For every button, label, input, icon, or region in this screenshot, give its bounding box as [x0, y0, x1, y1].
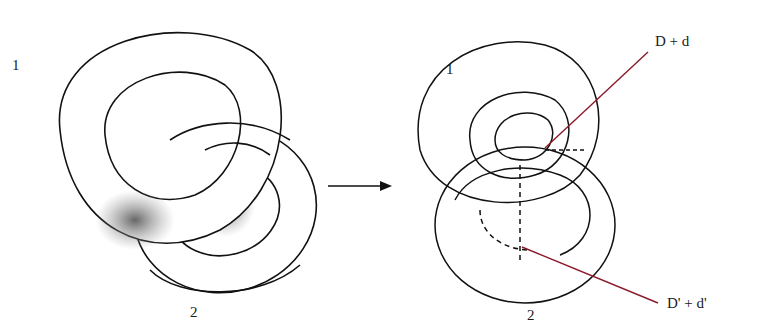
transition-arrow — [328, 181, 392, 191]
callout-number: 1 — [446, 62, 454, 77]
linked-tori-right — [418, 42, 615, 303]
callout-number: 1 — [12, 58, 20, 73]
boundary-label: D' + d' — [667, 296, 707, 311]
callout-number: 2 — [190, 305, 198, 320]
callout-number: 2 — [527, 308, 535, 323]
leader-lines — [522, 52, 658, 303]
linked-tori-left — [59, 33, 335, 313]
boundary-label: D + d — [655, 34, 689, 49]
